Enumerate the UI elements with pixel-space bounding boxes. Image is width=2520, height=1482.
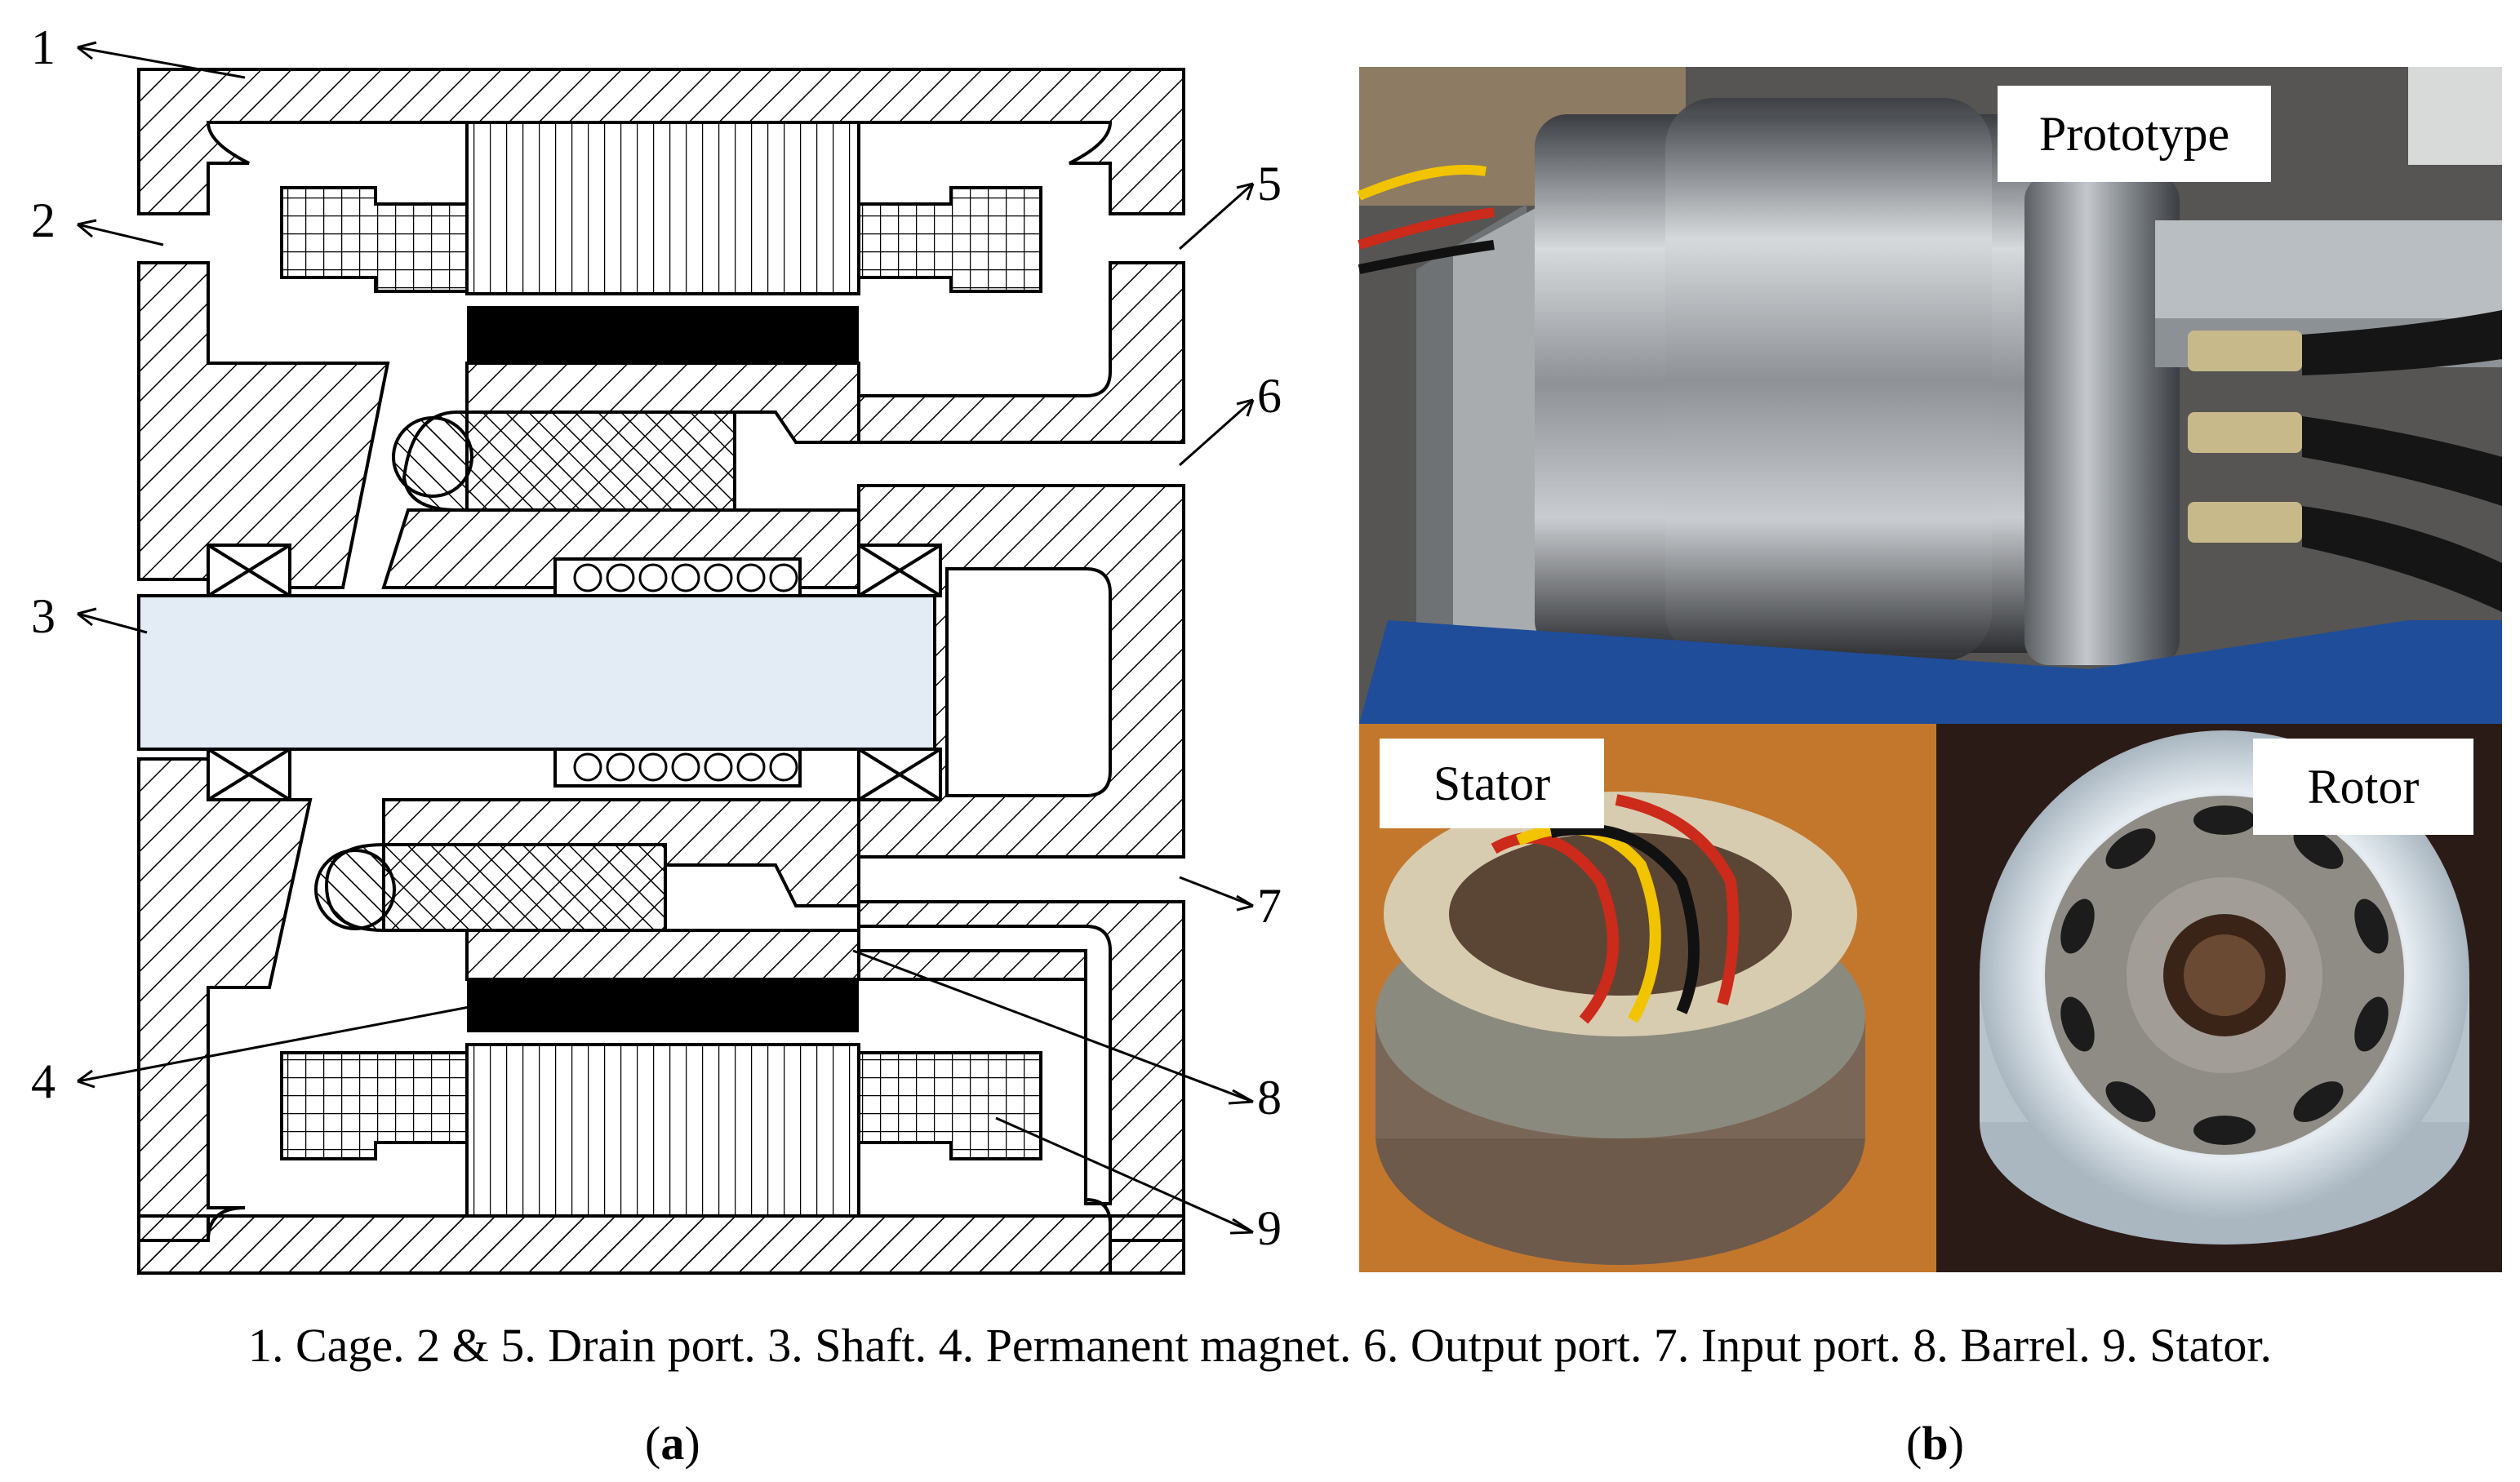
cross-section-drawing: 1 2 3 4 5 6 7 8 9 bbox=[31, 20, 1282, 1275]
prototype-label: Prototype bbox=[1998, 86, 2271, 182]
sublabel-a-letter: a bbox=[660, 1417, 685, 1470]
rotor-photo bbox=[1936, 724, 2502, 1272]
figure-caption: 1. Cage. 2 & 5. Drain port. 3. Shaft. 4.… bbox=[247, 1319, 2273, 1372]
stator-core-top bbox=[465, 121, 860, 295]
callout-4: 4 bbox=[31, 1054, 56, 1108]
stator-winding-top-left bbox=[280, 186, 469, 293]
spring-coils bbox=[573, 563, 798, 782]
piston-ball-upper bbox=[392, 416, 473, 498]
rotor-label: Rotor bbox=[2253, 739, 2473, 835]
stator-core-bottom bbox=[465, 1043, 860, 1218]
piston-ball-lower bbox=[314, 849, 396, 930]
callout-5: 5 bbox=[1257, 157, 1282, 211]
spring-upper bbox=[553, 557, 802, 597]
cage-bottom-plate bbox=[137, 1214, 1185, 1275]
sublabel-b: (b) bbox=[1906, 1417, 1964, 1470]
stator-winding-bottom-left bbox=[280, 1051, 469, 1160]
housing-upper-left bbox=[137, 261, 390, 589]
callout-2: 2 bbox=[31, 193, 56, 247]
stator-winding-bottom-right bbox=[857, 1051, 1042, 1160]
callout-7: 7 bbox=[1257, 879, 1282, 933]
bearings bbox=[207, 544, 942, 801]
housing-upper-right bbox=[857, 261, 1185, 444]
housing-lower-left bbox=[137, 757, 313, 1242]
sublabel-b-letter: b bbox=[1922, 1417, 1949, 1470]
stator-winding-top-right bbox=[857, 186, 1042, 293]
callout-6: 6 bbox=[1257, 369, 1282, 423]
housing-lower-right bbox=[857, 900, 1185, 1242]
permanent-magnet-bottom bbox=[467, 979, 859, 1032]
callout-1: 1 bbox=[31, 20, 56, 74]
callout-3: 3 bbox=[31, 589, 56, 643]
cage-top bbox=[137, 68, 1185, 215]
permanent-magnet-top bbox=[467, 306, 859, 363]
callout-arrows bbox=[77, 41, 1255, 1235]
callout-numbers: 1 2 3 4 5 6 7 8 9 bbox=[31, 20, 1282, 1255]
shaft bbox=[137, 594, 936, 751]
sublabel-a: (a) bbox=[645, 1417, 700, 1470]
callout-9: 9 bbox=[1257, 1201, 1282, 1255]
stator-label: Stator bbox=[1380, 739, 1604, 828]
stator-photo bbox=[1359, 724, 1936, 1272]
callout-8: 8 bbox=[1257, 1071, 1282, 1125]
prototype-photo bbox=[1357, 67, 2502, 724]
